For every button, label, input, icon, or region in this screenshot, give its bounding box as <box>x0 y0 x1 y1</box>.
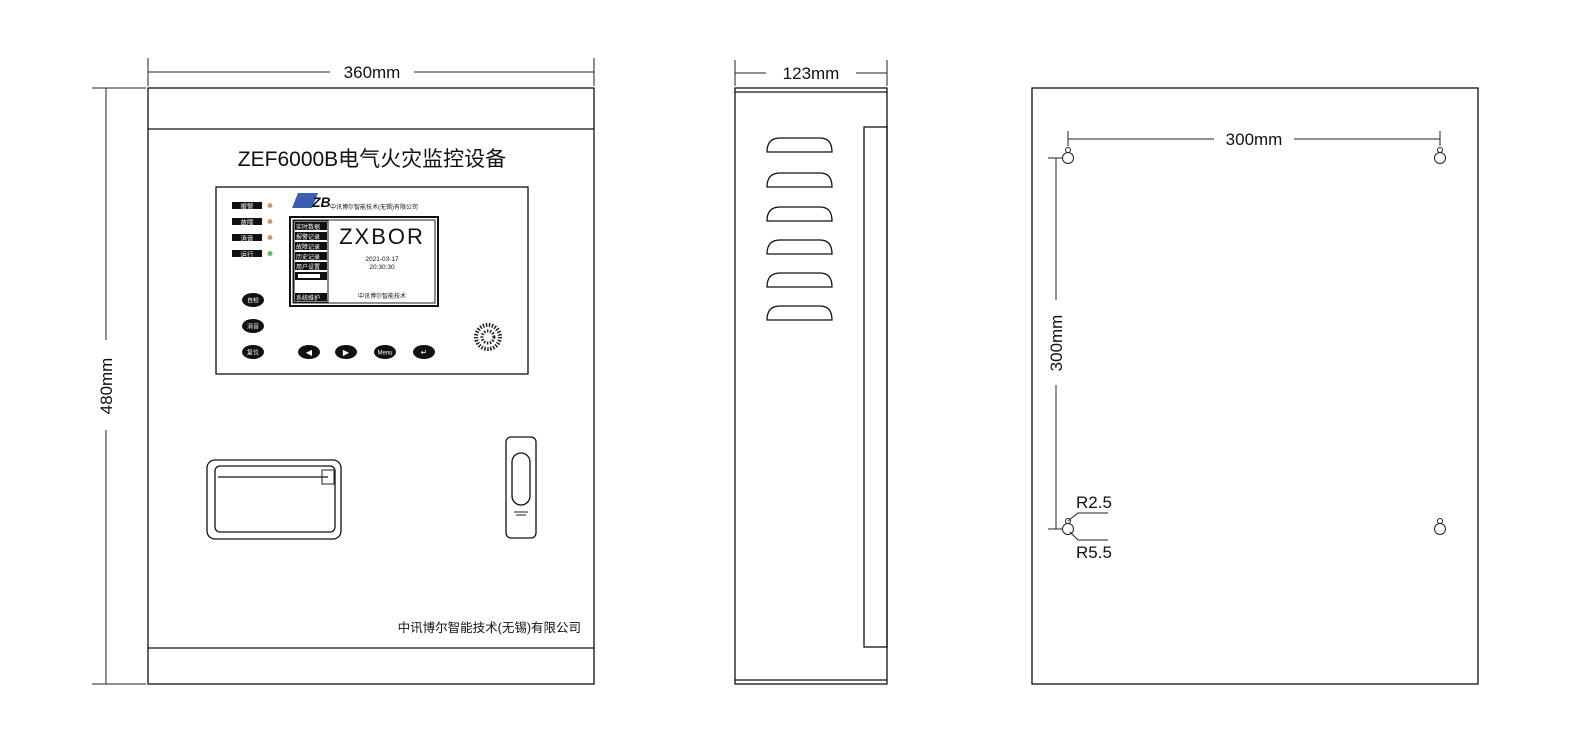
screen-menu-item: 用户设置 <box>296 263 320 271</box>
led <box>267 219 273 224</box>
screen-brand: ZXBOR <box>339 224 425 249</box>
device-title: ZEF6000B电气火灾监控设备 <box>238 148 506 171</box>
depth-label: 123mm <box>783 64 840 83</box>
company-footer: 中讯博尔智能技术(无锡)有限公司 <box>398 620 581 635</box>
enter-button[interactable]: ↵ <box>413 345 435 359</box>
screen-menu-item: 系统维护 <box>296 294 320 302</box>
svg-text:Menu: Menu <box>377 351 392 357</box>
lcd-screen <box>289 216 439 307</box>
mounting-hole-icon <box>1062 147 1074 164</box>
back-view: 300mm 300mm R2.5 R5.5 <box>1031 87 1479 685</box>
front-cabinet-outline <box>147 87 595 685</box>
led <box>267 203 273 208</box>
svg-text:故障: 故障 <box>241 218 255 227</box>
height-label: 480mm <box>97 358 116 415</box>
logo: ZB <box>292 193 331 210</box>
left-arrow-icon: ◀ <box>306 348 313 357</box>
self-test-button[interactable]: 自检 <box>242 293 264 307</box>
indicator-2: 故障 <box>232 218 273 227</box>
svg-text:运行: 运行 <box>241 250 255 259</box>
speaker-grille-icon <box>474 323 502 351</box>
screen-menu-item: 实时数据 <box>296 223 320 231</box>
screen-date: 2021-03-17 <box>365 256 399 263</box>
mute-button[interactable]: 消音 <box>242 319 264 333</box>
indicator-4: 运行 <box>232 250 273 259</box>
led <box>267 251 273 256</box>
horizontal-spacing-label: 300mm <box>1226 130 1283 149</box>
svg-text:ZB: ZB <box>311 194 331 210</box>
svg-text:报警: 报警 <box>241 202 255 211</box>
small-radius-label: R2.5 <box>1076 493 1112 512</box>
panel-company: 中讯博尔智能技术(无锡)有限公司 <box>330 203 418 211</box>
large-radius-label: R5.5 <box>1076 543 1112 562</box>
side-view: 123mm <box>734 60 888 685</box>
back-cabinet-outline <box>1031 87 1479 685</box>
mounting-hole-icon <box>1062 518 1074 535</box>
screen-menu-item: 历史记录 <box>296 253 320 261</box>
screen-time: 20:30:30 <box>369 264 395 271</box>
svg-text:自检: 自检 <box>247 297 259 305</box>
reset-button[interactable]: 复位 <box>242 345 264 359</box>
left-button[interactable]: ◀ <box>298 345 320 359</box>
indicator-3: 消音 <box>232 234 273 243</box>
door-lock[interactable] <box>505 436 537 539</box>
mounting-hole-icon <box>1434 147 1446 164</box>
ventilation-slots <box>766 137 833 321</box>
screen-footer: 中讯博尔智能技术 <box>358 292 406 300</box>
right-arrow-icon: ▶ <box>343 348 350 357</box>
indicator-1: 报警 <box>232 202 273 211</box>
screen-menu-item: 报警记录 <box>296 233 320 241</box>
vertical-spacing-label: 300mm <box>1047 315 1066 372</box>
led <box>267 235 273 240</box>
control-panel <box>215 186 529 375</box>
screen-menu: 实时数据 报警记录 故障记录 历史记录 用户设置 系统维护 <box>293 220 329 303</box>
printer-slot <box>206 459 342 540</box>
mounting-hole-icon <box>1434 518 1446 535</box>
screen-menu-item: 故障记录 <box>296 243 320 251</box>
width-label: 360mm <box>344 63 401 82</box>
menu-button[interactable]: Menu <box>374 345 396 359</box>
front-view: 360mm 480mm ZEF6000B电气火灾监控设备 ZB 中讯博尔智能技术… <box>92 58 595 685</box>
enter-icon: ↵ <box>421 348 428 357</box>
svg-text:复位: 复位 <box>247 349 259 357</box>
svg-text:消音: 消音 <box>247 323 259 331</box>
svg-text:消音: 消音 <box>241 234 255 243</box>
right-button[interactable]: ▶ <box>335 345 357 359</box>
